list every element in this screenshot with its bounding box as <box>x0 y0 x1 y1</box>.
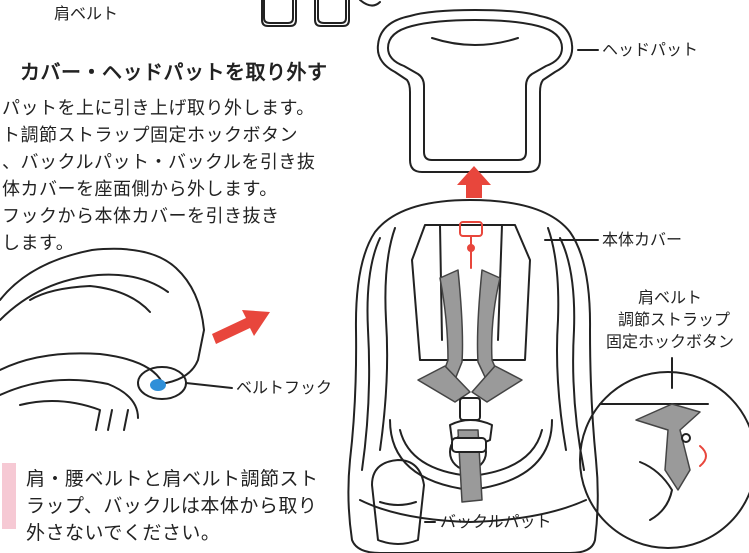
headpad-label: ヘッドパット <box>602 40 699 59</box>
pull-arrow <box>212 310 270 344</box>
hook-button-label-line2: 調節ストラップ <box>618 310 731 329</box>
note-line: ラップ、バックルは本体から取り <box>26 495 318 517</box>
note-line: 肩・腰ベルトと肩ベルト調節スト <box>26 468 319 490</box>
belt-hook-illustration <box>0 247 233 431</box>
belt-hook-label: ベルトフック <box>236 378 333 397</box>
body-cover-label: 本体カバー <box>602 230 683 249</box>
instruction-line: 、バックルパット・バックルを引き抜 <box>2 152 316 173</box>
hook-button-detail <box>579 357 749 549</box>
harness-straps <box>417 269 523 503</box>
buckle <box>451 397 487 453</box>
buckle-pad-illustration <box>371 459 425 545</box>
note-line: 外さないでください。 <box>26 522 221 544</box>
section-heading: カバー・ヘッドパットを取り外す <box>20 60 328 84</box>
hook-button-label-line1: 肩ベルト <box>638 288 703 307</box>
instruction-line: します。 <box>2 233 75 254</box>
instruction-line: ト調節ストラップ固定ホックボタン <box>2 125 298 146</box>
instruction-line: パットを上に引き上げ取り外します。 <box>2 98 315 119</box>
hook-button-label-line3: 固定ホックボタン <box>606 332 735 351</box>
note-marker <box>2 463 16 529</box>
buckle-pad-label: バックルパット <box>440 512 552 531</box>
lift-arrow <box>457 166 491 198</box>
instruction-line: 体カバーを座面側から外します。 <box>2 179 278 200</box>
top-shoulder-belt-label: 肩ベルト <box>54 4 119 23</box>
retainer-clip <box>459 221 483 269</box>
top-pad-fragments <box>261 0 381 27</box>
headpad-illustration <box>376 9 599 173</box>
instruction-line: フックから本体カバーを引き抜き <box>2 206 280 227</box>
